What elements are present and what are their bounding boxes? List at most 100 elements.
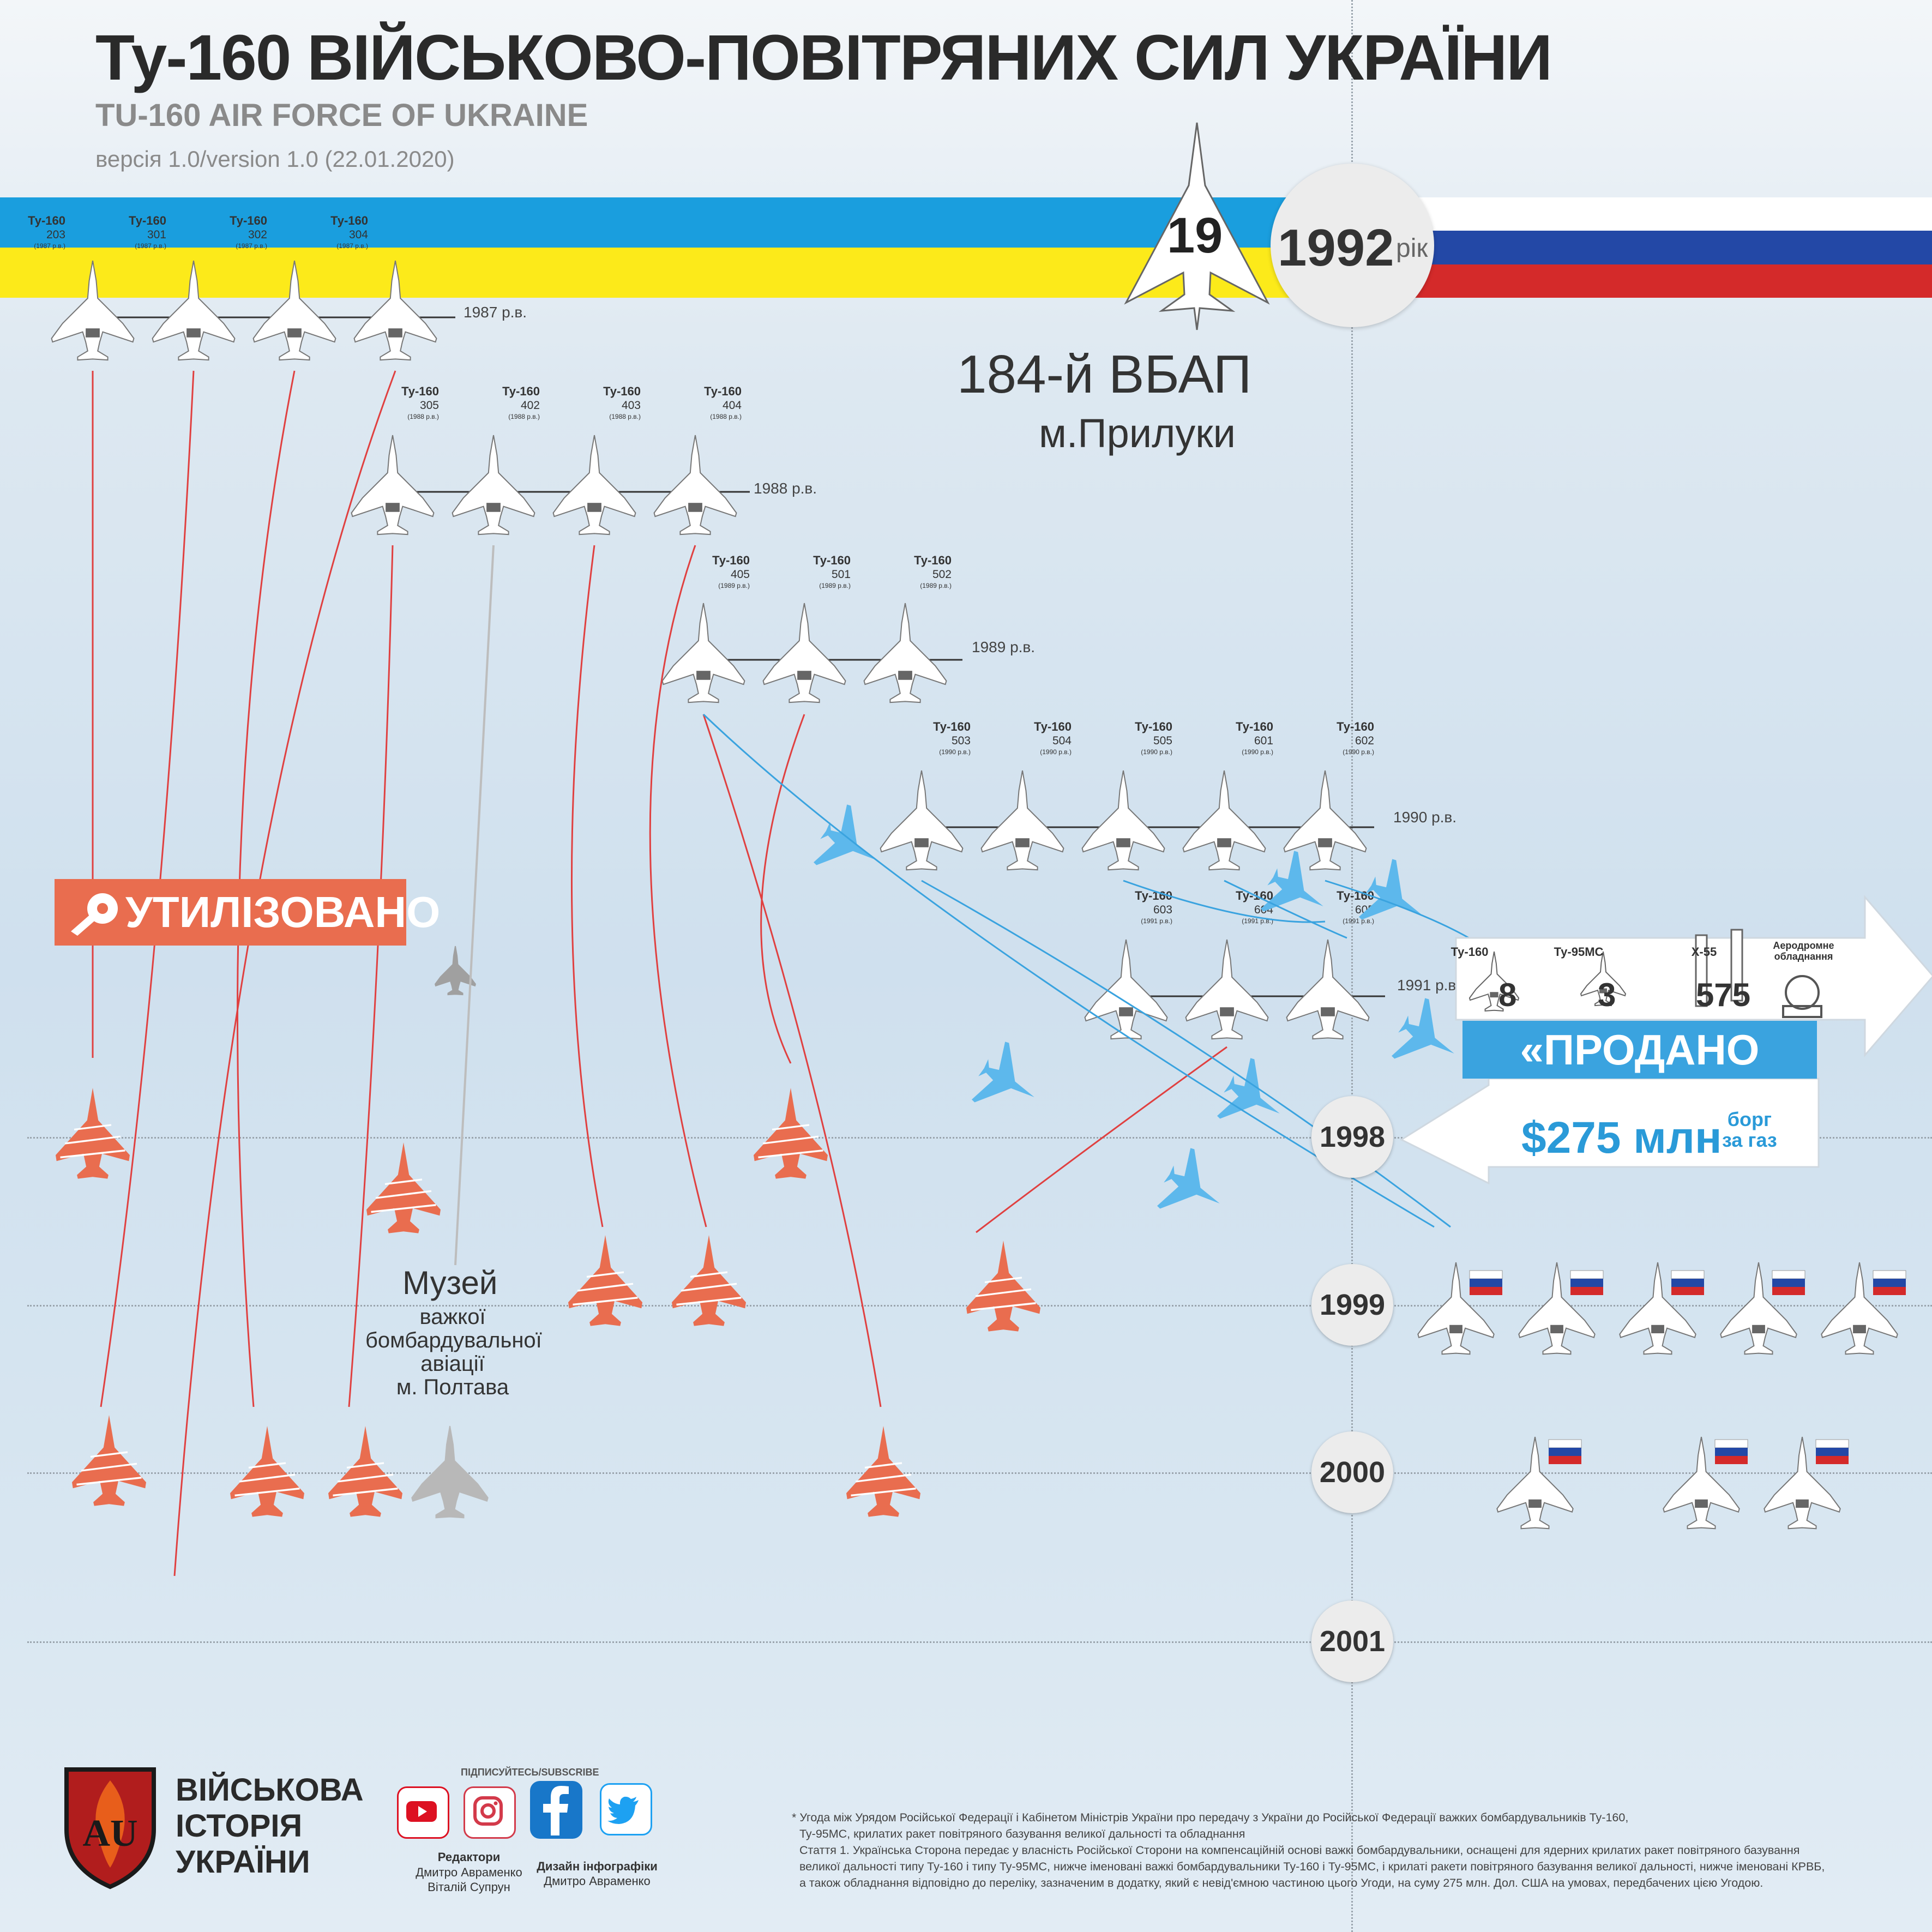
- group-year-label: 1988 р.в.: [754, 480, 817, 497]
- svg-text:404: 404: [723, 399, 742, 412]
- tu160-aircraft: [452, 435, 535, 535]
- scrap-path: [976, 1046, 1227, 1233]
- year-1999: 1999: [1311, 1264, 1393, 1346]
- timeline-divider: [1351, 0, 1353, 1932]
- sale-path: [1224, 880, 1347, 939]
- tu160-aircraft: [661, 603, 745, 703]
- editor-1: Дмитро Авраменко: [416, 1865, 522, 1879]
- russia-flag-blue: [1396, 231, 1932, 264]
- tu160-aircraft: [1185, 939, 1269, 1040]
- logo-monogram: AU: [82, 1813, 137, 1855]
- sale-price: $275 млн: [1521, 1113, 1722, 1163]
- sale-tu160-icon: [1468, 951, 1520, 1012]
- svg-text:(1987 р.в.): (1987 р.в.): [236, 242, 267, 250]
- sale-item-label-equipment: Аеродромне обладнання: [1773, 940, 1834, 962]
- year-line-1998: [27, 1137, 1932, 1139]
- unit-city: м.Прилуки: [1039, 411, 1236, 456]
- sale-tu95-icon: [1580, 951, 1627, 1007]
- footnote-line-3: Стаття 1. Українська Сторона передає у в…: [799, 1844, 1800, 1857]
- svg-text:501: 501: [832, 568, 851, 581]
- sale-path: [921, 880, 1451, 1228]
- facebook-icon[interactable]: [530, 1781, 582, 1839]
- svg-text:(1987 р.в.): (1987 р.в.): [135, 242, 166, 250]
- transfer-aircraft-icon: [1260, 851, 1323, 912]
- tu160-aircraft: [51, 260, 135, 361]
- sold-aircraft: [1496, 1436, 1574, 1530]
- svg-text:(1990 р.в.): (1990 р.в.): [1242, 748, 1273, 756]
- sold-aircraft: [1764, 1436, 1841, 1530]
- scrapped-aircraft: [754, 1088, 828, 1179]
- sold-aircraft: [1663, 1436, 1740, 1530]
- ukraine-flag-stripe: [0, 197, 1292, 248]
- scrapped-aircraft: [56, 1088, 130, 1179]
- svg-text:(1988 р.в.): (1988 р.в.): [508, 413, 540, 420]
- svg-text:403: 403: [622, 399, 641, 412]
- sale-count-tu160: 8: [1498, 977, 1517, 1013]
- total-aircraft-icon: [1124, 122, 1270, 330]
- transfer-aircraft-icon: [1358, 859, 1422, 920]
- svg-text:503: 503: [952, 735, 971, 747]
- youtube-icon[interactable]: [397, 1786, 449, 1839]
- svg-text:505: 505: [1153, 735, 1172, 747]
- svg-text:603: 603: [1153, 904, 1172, 916]
- design-label: Дизайн інфографіки: [537, 1859, 658, 1873]
- footnote-line-1: * Угода між Урядом Російської Федерації …: [792, 1811, 1629, 1824]
- svg-text:601: 601: [1254, 735, 1273, 747]
- twitter-icon[interactable]: [600, 1783, 652, 1835]
- scrap-path: [348, 545, 394, 1407]
- page-title: Ту-160 ВІЙСЬКОВО-ПОВІТРЯНИХ СИЛ УКРАЇНИ: [95, 22, 1552, 94]
- svg-text:Ту-160: Ту-160: [330, 214, 368, 227]
- group-year-label: 1990 р.в.: [1393, 809, 1456, 826]
- svg-text:502: 502: [932, 568, 952, 581]
- tu160-aircraft: [653, 435, 737, 535]
- svg-text:Ту-160: Ту-160: [502, 384, 540, 398]
- svg-text:405: 405: [731, 568, 750, 581]
- logo-line-1: ВІЙСЬКОВА: [176, 1772, 364, 1808]
- year-line-2001: [27, 1641, 1932, 1643]
- tu160-aircraft: [880, 770, 964, 871]
- scrapped-aircraft: [966, 1241, 1040, 1332]
- scrap-path: [237, 370, 296, 1407]
- russia-flag-red: [1396, 264, 1932, 298]
- scrapped-aircraft: [230, 1426, 304, 1517]
- tu160-aircraft: [1283, 770, 1367, 871]
- svg-text:(1990 р.в.): (1990 р.в.): [1141, 748, 1172, 756]
- museum-transfer-icon: [435, 946, 476, 996]
- svg-text:(1987 р.в.): (1987 р.в.): [336, 242, 368, 250]
- svg-text:Ту-160: Ту-160: [1236, 720, 1273, 733]
- museum-line-4: м. Полтава: [396, 1375, 509, 1399]
- svg-text:504: 504: [1052, 735, 1072, 747]
- svg-text:Ту-160: Ту-160: [230, 214, 267, 227]
- year-2001: 2001: [1311, 1600, 1393, 1682]
- price-note-line-2: за газ: [1722, 1129, 1777, 1151]
- museum-path: [454, 545, 495, 1266]
- group-year-label: 1987 р.в.: [464, 304, 527, 321]
- year-line-2000: [27, 1472, 1932, 1474]
- sale-path: [702, 713, 1435, 1228]
- sold-aircraft: [1821, 1262, 1898, 1355]
- logo-line-2: ІСТОРІЯ: [176, 1808, 303, 1844]
- svg-text:(1991 р.в.): (1991 р.в.): [1141, 917, 1172, 925]
- footnote: * Угода між Урядом Російської Федерації …: [792, 1809, 1893, 1891]
- svg-text:(1987 р.в.): (1987 р.в.): [34, 242, 65, 250]
- transfer-aircraft-icon: [971, 1042, 1034, 1103]
- instagram-icon[interactable]: [464, 1786, 516, 1839]
- footnote-line-5: а також обладнання відповідно до перелік…: [799, 1876, 1764, 1889]
- year-1992-suffix: рік: [1396, 234, 1428, 263]
- version-label: версія 1.0/version 1.0 (22.01.2020): [95, 146, 455, 172]
- svg-text:305: 305: [420, 399, 439, 412]
- editor-2: Віталій Супрун: [428, 1880, 510, 1894]
- sold-banner: «ПРОДАНО РФ»*: [1462, 1021, 1817, 1131]
- svg-text:602: 602: [1355, 735, 1374, 747]
- logo-line-3: УКРАЇНИ: [176, 1844, 310, 1880]
- svg-text:Ту-160: Ту-160: [914, 553, 952, 567]
- museum-aircraft: [411, 1425, 489, 1519]
- tu160-aircraft: [353, 260, 437, 361]
